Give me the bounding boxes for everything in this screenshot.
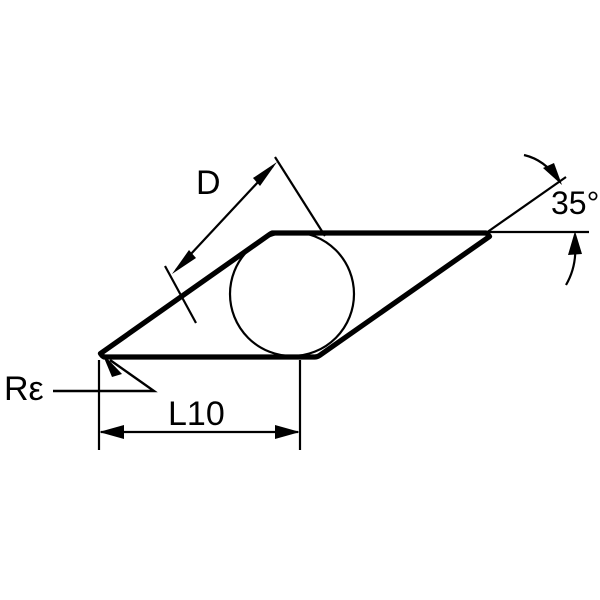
l10-arrow-head-right bbox=[275, 425, 300, 439]
dimension-label-d: D bbox=[196, 164, 221, 202]
d-extension-line-lower bbox=[164, 265, 197, 324]
dimension-label-angle: 35° bbox=[551, 185, 599, 221]
d-arrow-head-lower-left bbox=[172, 250, 196, 274]
d-extension-line-upper bbox=[274, 156, 326, 237]
angle-arrow-head-upper bbox=[543, 163, 562, 185]
insert-outline bbox=[97, 230, 493, 360]
d-arrow-head-upper-right bbox=[253, 162, 277, 186]
dimension-label-re: Rε bbox=[4, 370, 44, 408]
d-dimension-line bbox=[175, 165, 274, 271]
angle-arrow-head-lower bbox=[568, 231, 582, 255]
re-arrow-head bbox=[102, 353, 122, 377]
re-leader-line bbox=[53, 359, 158, 393]
dimension-label-l10: L10 bbox=[168, 395, 225, 433]
angle-leg-line bbox=[485, 176, 567, 234]
l10-arrow-head-left bbox=[99, 425, 124, 439]
